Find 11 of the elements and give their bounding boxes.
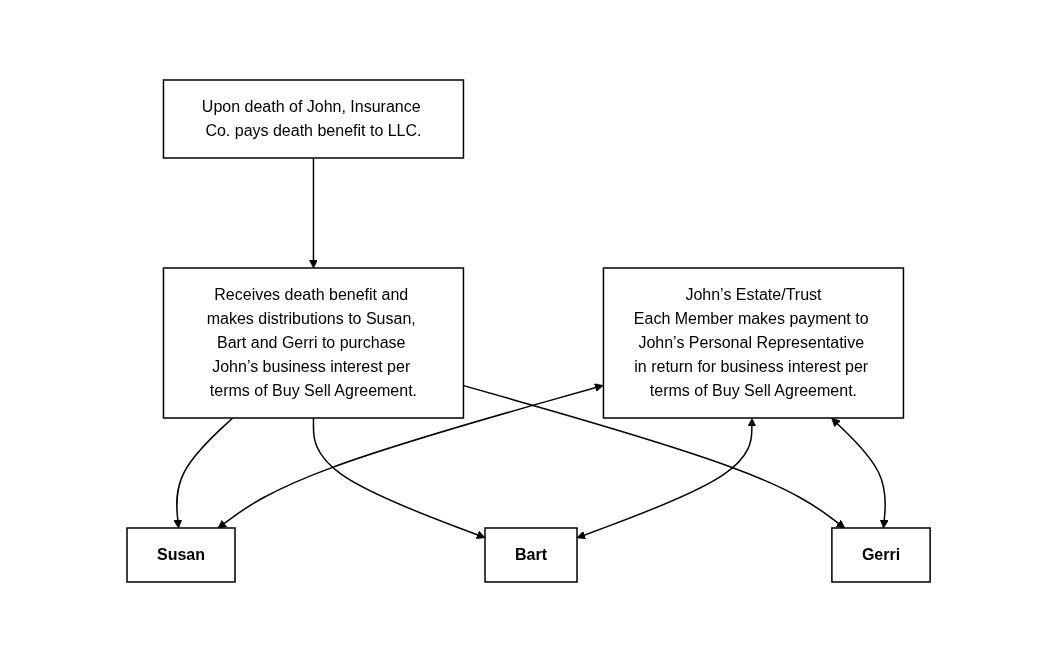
arrow [217, 383, 604, 529]
arrow [831, 417, 889, 529]
node-box: Gerri [831, 527, 931, 583]
arrow [309, 157, 318, 269]
arrow [576, 418, 757, 540]
arrow [173, 417, 234, 529]
node-box: Susan [126, 527, 236, 583]
node-box: Bart [484, 527, 578, 583]
node-box: John’s Estate/Trust Each Member makes payment to John’s Personal Representative in return for business interest per terms of Buy Sell Agreement. [602, 267, 905, 419]
node-box: Upon death of John, Insurance Co. pays death benefit to LLC. [162, 79, 465, 159]
node-box: Receives death benefit and makes distributions to Susan, Bart and Gerri to purchase John’s business interest per terms of Buy Sell Agreement. [162, 267, 465, 419]
